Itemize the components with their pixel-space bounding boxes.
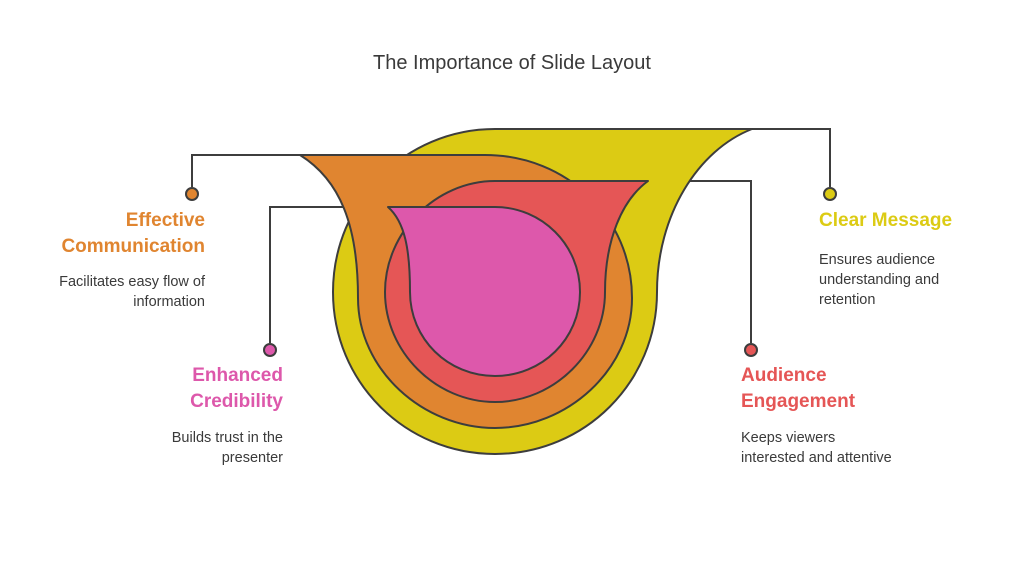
- dot-enhanced-credibility: [263, 343, 277, 357]
- enhanced-credibility-heading: Enhanced Credibility: [190, 363, 283, 415]
- clear-message-desc-line3: retention: [819, 292, 876, 308]
- audience-engagement-desc-line1: Keeps viewers: [741, 430, 836, 446]
- effective-communication-desc-line2: information: [133, 294, 205, 310]
- clear-message-desc-line1: Ensures audience: [819, 252, 936, 268]
- enhanced-credibility-desc-line2: presenter: [221, 450, 283, 466]
- dot-audience-engagement: [744, 343, 758, 357]
- audience-engagement-desc-line2: interested and attentive: [741, 450, 892, 466]
- dot-clear-message: [823, 187, 837, 201]
- shape-enhanced-credibility: [387, 206, 581, 377]
- clear-message-title-line1: Clear Message: [819, 210, 953, 231]
- enhanced-credibility-description: Builds trust in the presenter: [172, 428, 283, 468]
- effective-communication-title-line1: Effective: [125, 210, 205, 231]
- effective-communication-heading: Effective Communication: [61, 208, 205, 260]
- effective-communication-description: Facilitates easy flow of information: [59, 272, 205, 312]
- audience-engagement-title-line2: Engagement: [741, 391, 856, 412]
- connector-effective-communication: [191, 154, 340, 187]
- audience-engagement-description: Keeps viewers interested and attentive: [741, 428, 892, 468]
- diagram-title: The Importance of Slide Layout: [373, 52, 651, 74]
- clear-message-description: Ensures audience understanding and reten…: [819, 250, 939, 310]
- effective-communication-desc-line1: Facilitates easy flow of: [59, 274, 205, 290]
- audience-engagement-title-line1: Audience: [741, 365, 827, 386]
- enhanced-credibility-title-line2: Credibility: [190, 391, 283, 412]
- effective-communication-title-line2: Communication: [61, 236, 205, 257]
- clear-message-heading: Clear Message: [819, 208, 952, 234]
- dot-effective-communication: [185, 187, 199, 201]
- enhanced-credibility-title-line1: Enhanced: [192, 365, 283, 386]
- enhanced-credibility-desc-line1: Builds trust in the: [171, 430, 283, 446]
- clear-message-desc-line2: understanding and: [819, 272, 940, 288]
- audience-engagement-heading: Audience Engagement: [741, 363, 855, 415]
